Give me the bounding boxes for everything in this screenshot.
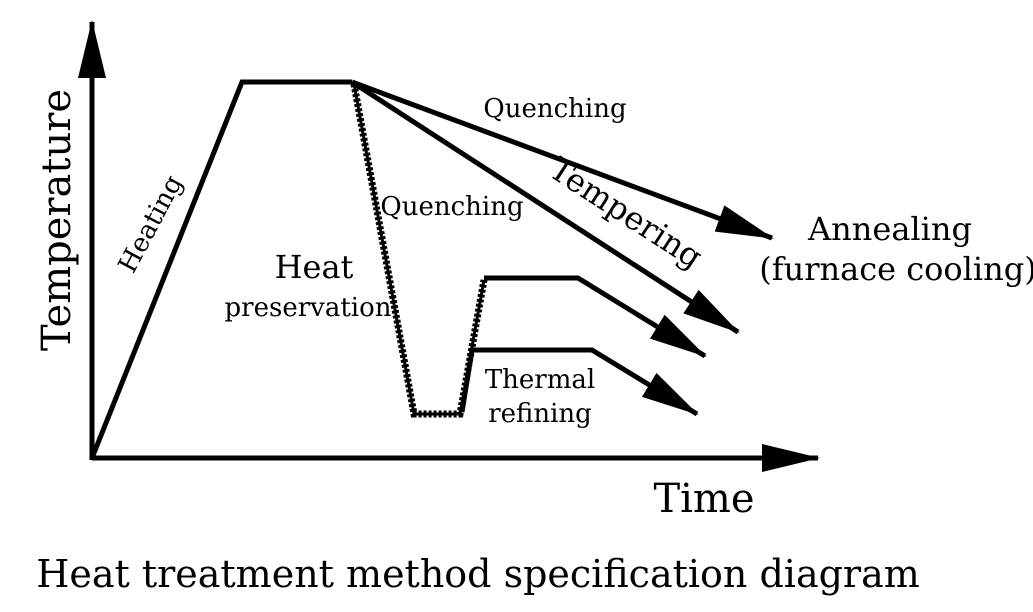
thermal-refining-rise: [459, 349, 475, 413]
quenching-drop-outline: [352, 83, 486, 416]
quenching-label-top: Quenching: [483, 94, 626, 124]
quenching-drop-line: [350, 83, 488, 418]
upper-plateau-arrow: [484, 275, 707, 359]
thermal-refining-arrow: [470, 347, 699, 417]
thermal-refining-label-line2: refining: [488, 399, 592, 429]
heat-preservation-label-line2: preservation: [225, 293, 392, 323]
annealing-label-line1: Annealing: [807, 210, 972, 248]
y-axis-label: Temperature: [34, 89, 80, 351]
tempering-arrow: [350, 79, 740, 335]
diagram-caption: Heat treatment method specification diag…: [36, 552, 920, 596]
annealing-label-line2: (furnace cooling): [759, 250, 1033, 288]
thermal-refining-label-line1: Thermal: [485, 365, 595, 395]
x-axis-label: Time: [653, 476, 754, 522]
quenching-label-middle: Quenching: [380, 192, 523, 222]
heat-preservation-label-line1: Heat: [275, 248, 354, 286]
heating-ramp-line: [89, 79, 352, 459]
heating-label: Heating: [113, 171, 189, 278]
annealing-arrow: [351, 79, 774, 241]
